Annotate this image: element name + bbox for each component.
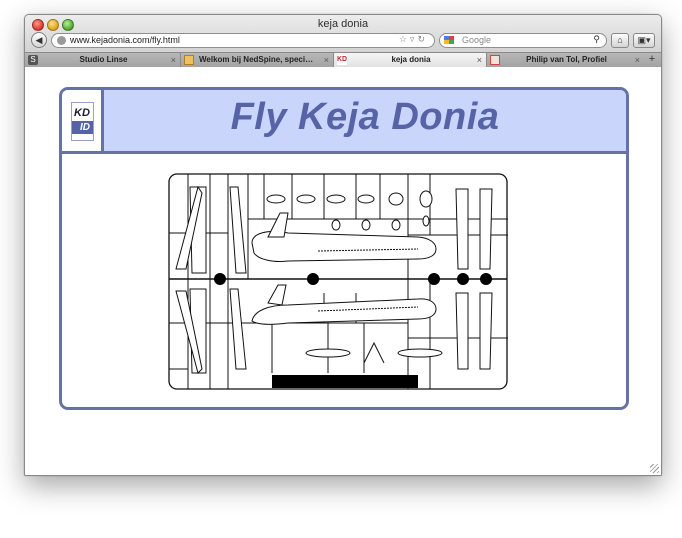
tab-keja-donia[interactable]: KD keja donia ×: [333, 53, 486, 67]
airplane-kit-image: [168, 173, 508, 390]
tab-close-icon[interactable]: ×: [323, 55, 329, 65]
profile-favicon: [490, 55, 500, 65]
page-content: KD ID Fly Keja Donia: [25, 67, 661, 475]
url-bar-tools: ☆▿↻: [399, 34, 428, 45]
site-identity-icon: [57, 36, 66, 45]
search-bar[interactable]: Google ⚲: [439, 33, 607, 48]
search-input[interactable]: Google: [462, 35, 492, 45]
tab-philip-van-tol[interactable]: Philip van Tol, Profiel ×: [486, 53, 644, 67]
tab-studio-linse[interactable]: S Studio Linse ×: [25, 53, 180, 67]
url-text[interactable]: www.kejadonia.com/fly.html: [70, 35, 180, 45]
tab-label: Philip van Tol, Profiel: [526, 55, 607, 64]
kd-favicon: KD: [337, 55, 348, 65]
zoom-window-button[interactable]: [62, 19, 74, 31]
back-arrow-icon: ◀: [35, 35, 43, 45]
back-button[interactable]: ◀: [31, 32, 47, 48]
logo-kd: KD: [74, 107, 90, 119]
tab-label: keja donia: [391, 55, 431, 64]
site-logo[interactable]: KD ID: [71, 102, 94, 141]
dropdown-icon[interactable]: ▿: [409, 34, 418, 44]
tab-nedspine[interactable]: Welkom bij NedSpine, specialis… ×: [180, 53, 333, 67]
tab-label: Studio Linse: [79, 55, 128, 64]
page-title: Fly Keja Donia: [230, 96, 500, 138]
browser-window: keja donia ◀ www.kejadonia.com/fly.html …: [24, 14, 662, 476]
reload-icon[interactable]: ↻: [417, 34, 428, 44]
logo-cell: KD ID: [62, 90, 104, 151]
google-icon[interactable]: [444, 36, 455, 45]
resize-grip[interactable]: [650, 464, 659, 473]
close-window-button[interactable]: [32, 19, 44, 31]
new-tab-button[interactable]: +: [648, 53, 656, 65]
window-title: keja donia: [317, 18, 369, 30]
star-icon[interactable]: ☆: [398, 34, 410, 44]
tab-close-icon[interactable]: ×: [634, 55, 640, 65]
nedspine-favicon: [184, 55, 194, 65]
title-bar: keja donia ◀ www.kejadonia.com/fly.html …: [25, 15, 661, 67]
s-favicon: S: [28, 55, 38, 65]
bookmarks-button[interactable]: ▣▾: [633, 33, 655, 48]
home-button[interactable]: ⌂: [611, 33, 629, 48]
page-header: KD ID Fly Keja Donia: [62, 90, 626, 154]
magnifier-icon[interactable]: ⚲: [593, 34, 600, 44]
address-bar[interactable]: www.kejadonia.com/fly.html ☆▿↻: [51, 33, 435, 48]
minimize-window-button[interactable]: [47, 19, 59, 31]
bookmark-menu-icon: ▣▾: [637, 35, 651, 45]
tab-close-icon[interactable]: ×: [170, 55, 176, 65]
content-card: KD ID Fly Keja Donia: [59, 87, 629, 410]
tab-label: Welkom bij NedSpine, specialis…: [199, 55, 317, 64]
home-icon: ⌂: [617, 35, 623, 45]
tab-bar: S Studio Linse × Welkom bij NedSpine, sp…: [25, 52, 661, 67]
tab-close-icon[interactable]: ×: [476, 55, 482, 65]
logo-id: ID: [72, 121, 93, 134]
